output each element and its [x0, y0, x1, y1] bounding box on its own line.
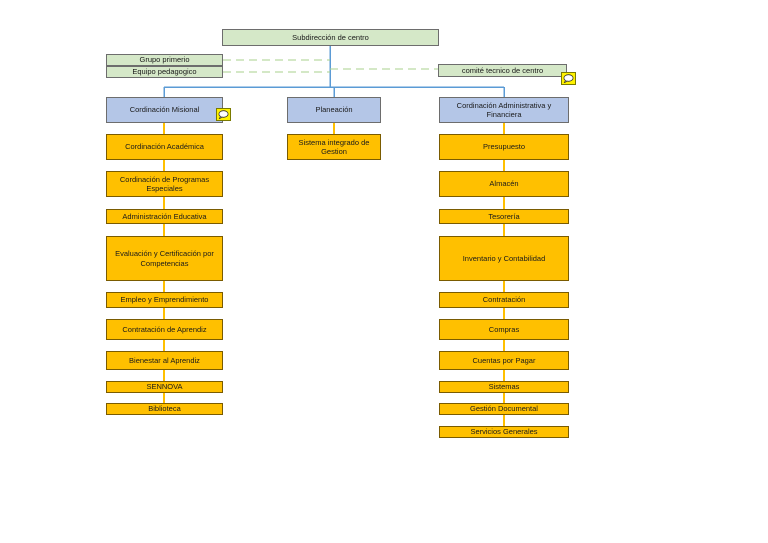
item-bienestar-aprendiz[interactable]: Bienestar al Aprendiz [106, 351, 223, 370]
item-label: Compras [488, 324, 520, 334]
item-contratacion[interactable]: Contratación [439, 292, 569, 308]
item-servicios-generales[interactable]: Servicios Generales [439, 426, 569, 438]
item-label: Inventario y Contabilidad [462, 253, 546, 263]
speech-bubble-glyph [563, 74, 574, 83]
branch-label: Cordinación Administrativa y Financiera [456, 100, 552, 119]
item-label: Gestión Documental [470, 404, 538, 414]
branch-planeacion[interactable]: Planeación [287, 97, 381, 123]
item-sistema-integrado[interactable]: Sistema integrado de Gestion [287, 134, 381, 160]
item-label: Evaluación y Certificación por Competenc… [115, 249, 214, 268]
item-label: Administración Educativa [122, 211, 207, 221]
item-sistemas[interactable]: Sistemas [439, 381, 569, 393]
item-label: Cuentas por Pagar [472, 355, 536, 365]
item-presupuesto[interactable]: Presupuesto [439, 134, 569, 160]
item-label: Sistema integrado de Gestion [298, 137, 370, 156]
item-label: Servicios Generales [470, 427, 538, 437]
branch-label: Cordinación Misional [129, 105, 200, 115]
item-sennova[interactable]: SENNOVA [106, 381, 223, 393]
item-cordinacion-academica[interactable]: Cordinación Académica [106, 134, 223, 160]
item-almacen[interactable]: Almacén [439, 171, 569, 197]
item-label: Bienestar al Aprendiz [129, 355, 200, 365]
item-label: Sistemas [488, 382, 520, 392]
branch-misional[interactable]: Cordinación Misional [106, 97, 223, 123]
item-contratacion-aprendiz[interactable]: Contratación de Aprendiz [106, 319, 223, 340]
side-group-label: comité tecnico de centro [461, 65, 544, 75]
item-administracion-educativa[interactable]: Administración Educativa [106, 209, 223, 224]
item-label: Biblioteca [148, 404, 181, 414]
side-group-label: Grupo primerio [139, 55, 190, 65]
item-programas-especiales[interactable]: Cordinación de Programas Especiales [106, 171, 223, 197]
item-label: Tesorería [488, 211, 520, 221]
item-empleo-emprendimiento[interactable]: Empleo y Emprendimiento [106, 292, 223, 308]
item-label: Cordinación de Programas Especiales [119, 174, 210, 193]
item-label: Presupuesto [482, 142, 526, 152]
item-label: Contratación de Aprendiz [122, 324, 207, 334]
root-node[interactable]: Subdirección de centro [222, 29, 439, 46]
item-biblioteca[interactable]: Biblioteca [106, 403, 223, 415]
item-label: Empleo y Emprendimiento [120, 295, 209, 305]
item-gestion-documental[interactable]: Gestión Documental [439, 403, 569, 415]
item-label: SENNOVA [146, 382, 183, 392]
side-group-grupo-primerio[interactable]: Grupo primerio [106, 54, 223, 66]
item-tesoreria[interactable]: Tesorería [439, 209, 569, 224]
item-label: Contratación [482, 295, 526, 305]
branch-label: Planeación [315, 105, 353, 115]
item-inventario-contabilidad[interactable]: Inventario y Contabilidad [439, 236, 569, 281]
speech-bubble-glyph [218, 110, 229, 119]
item-compras[interactable]: Compras [439, 319, 569, 340]
branch-administrativa[interactable]: Cordinación Administrativa y Financiera [439, 97, 569, 123]
side-group-comite-tecnico[interactable]: comité tecnico de centro [438, 64, 567, 77]
comment-icon[interactable] [216, 108, 231, 121]
item-cuentas-por-pagar[interactable]: Cuentas por Pagar [439, 351, 569, 370]
item-evaluacion-certificacion[interactable]: Evaluación y Certificación por Competenc… [106, 236, 223, 281]
item-label: Cordinación Académica [125, 142, 204, 152]
root-label: Subdirección de centro [292, 32, 369, 42]
side-group-equipo-pedagogico[interactable]: Equipo pedagogico [106, 66, 223, 78]
item-label: Almacén [489, 179, 519, 189]
side-group-label: Equipo pedagogico [132, 67, 197, 77]
comment-icon[interactable] [561, 72, 576, 85]
